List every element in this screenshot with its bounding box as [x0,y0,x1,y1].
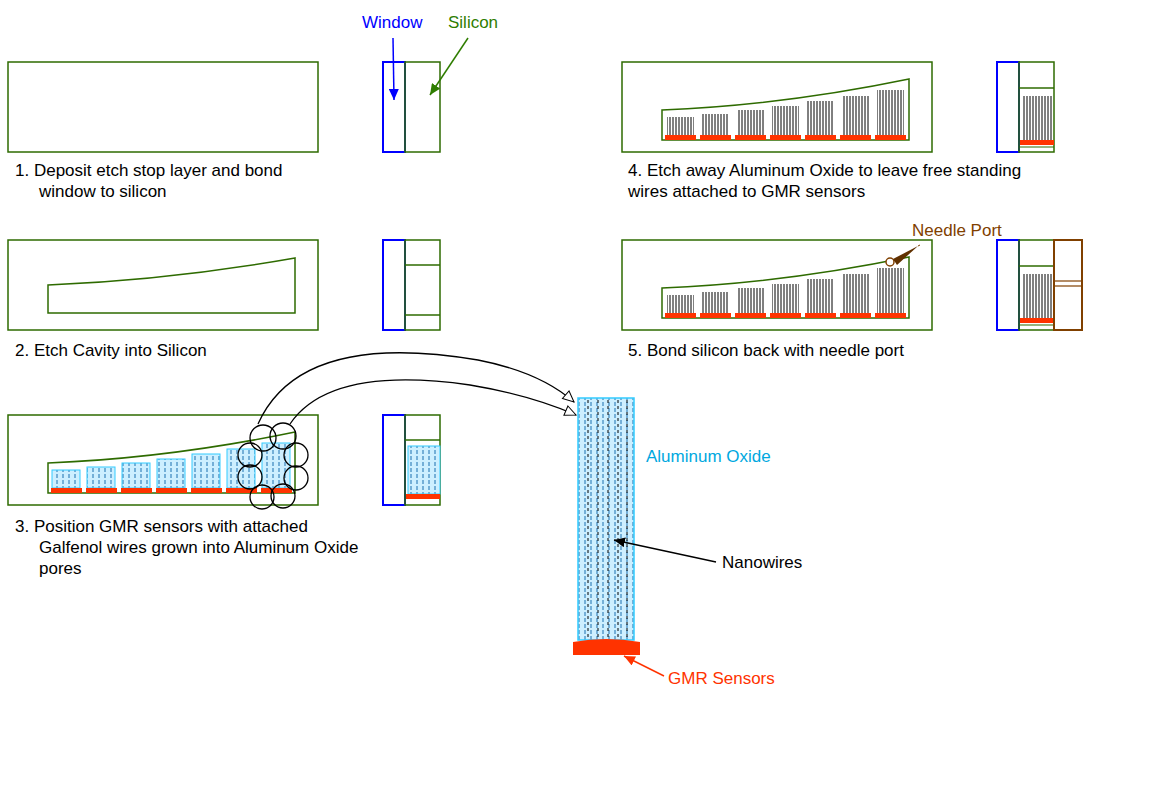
step-caption: 3. Position GMR sensors with attached Ga… [15,516,369,579]
step-caption: 2. Etch Cavity into Silicon [15,340,369,361]
part-label: Window [362,12,422,33]
part-label: Silicon [448,12,498,33]
step-caption: 4. Etch away Aluminum Oxide to leave fre… [628,160,1028,202]
part-label: Needle Port [912,220,1002,241]
part-label: Aluminum Oxide [646,446,771,467]
step-caption: 1. Deposit etch stop layer and bond wind… [15,160,339,202]
part-label: GMR Sensors [668,668,775,689]
step-caption: 5. Bond silicon back with needle port [628,340,1052,361]
part-label: Nanowires [722,552,802,573]
